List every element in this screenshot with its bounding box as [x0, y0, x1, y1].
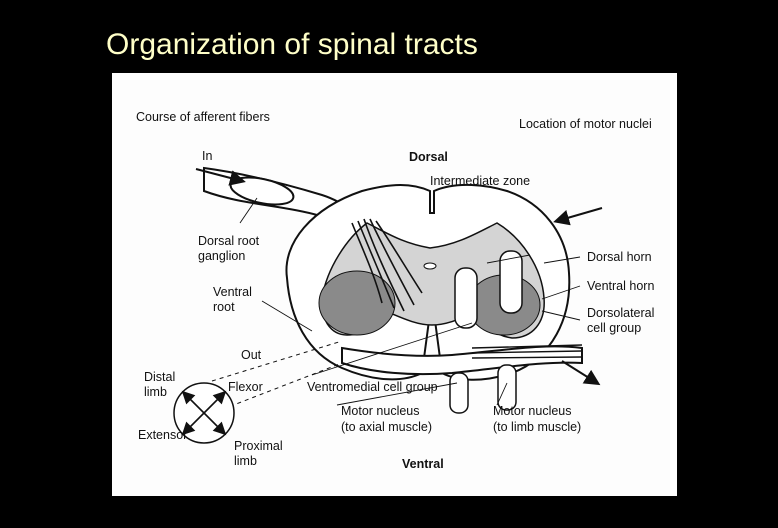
- motor-nucleus-axial-label-2: (to axial muscle): [341, 420, 432, 434]
- spinal-cord-drawing: [173, 166, 603, 444]
- distal-limb-label-2: limb: [144, 385, 167, 399]
- out-label: Out: [241, 348, 262, 362]
- ventral-horn-label: Ventral horn: [587, 279, 655, 293]
- ventral-root: [341, 345, 583, 376]
- spinal-cord-figure: Course of afferent fibers Location of mo…: [112, 73, 677, 496]
- motor-column-right: [499, 250, 523, 314]
- limb-muscle-tube: [497, 364, 517, 411]
- flexor-label: Flexor: [228, 380, 263, 394]
- ventral-root-label-2: root: [213, 300, 235, 314]
- motor-column-left: [454, 267, 478, 329]
- dorsal-root-ganglion-label-2: ganglion: [198, 249, 246, 263]
- in-label: In: [202, 149, 213, 163]
- dorsal-label: Dorsal: [409, 150, 448, 164]
- ventral-root-label-1: Ventral: [213, 285, 252, 299]
- dorsolateral-label-1: Dorsolateral: [587, 306, 655, 320]
- left-ventral-horn: [318, 270, 396, 336]
- leader-lines: [239, 197, 581, 406]
- motor-nucleus-limb-label-2: (to limb muscle): [493, 420, 582, 434]
- ventral-label: Ventral: [402, 457, 444, 471]
- dorsal-horn-label: Dorsal horn: [587, 250, 652, 264]
- motor-nucleus-axial-label-1: Motor nucleus: [341, 404, 420, 418]
- motor-nucleus-limb-label-1: Motor nucleus: [493, 404, 572, 418]
- location-of-motor-nuclei-label: Location of motor nuclei: [519, 117, 652, 131]
- afferent-fibers: [351, 218, 423, 312]
- out-arrow: [561, 360, 601, 386]
- ventromedial-label: Ventromedial cell group: [307, 380, 438, 394]
- central-canal: [423, 262, 437, 270]
- course-of-afferent-fibers-label: Course of afferent fibers: [136, 110, 270, 124]
- proximal-limb-label-1: Proximal: [234, 439, 283, 453]
- dorsolateral-label-2: cell group: [587, 321, 642, 335]
- distal-limb-label-1: Distal: [144, 370, 176, 384]
- efferent-bundle: [471, 344, 583, 349]
- slide-title: Organization of spinal tracts: [106, 28, 478, 61]
- extensor-label: Extensor: [138, 428, 188, 442]
- proximal-limb-label-2: limb: [234, 454, 257, 468]
- dorsal-root-ganglion: [229, 176, 295, 206]
- location-arrow: [553, 207, 603, 226]
- intermediate-zone-label: Intermediate zone: [430, 174, 531, 188]
- dorsal-root-ganglion-label-1: Dorsal root: [198, 234, 260, 248]
- in-arrow: [195, 168, 246, 186]
- axial-muscle-tube: [449, 372, 469, 414]
